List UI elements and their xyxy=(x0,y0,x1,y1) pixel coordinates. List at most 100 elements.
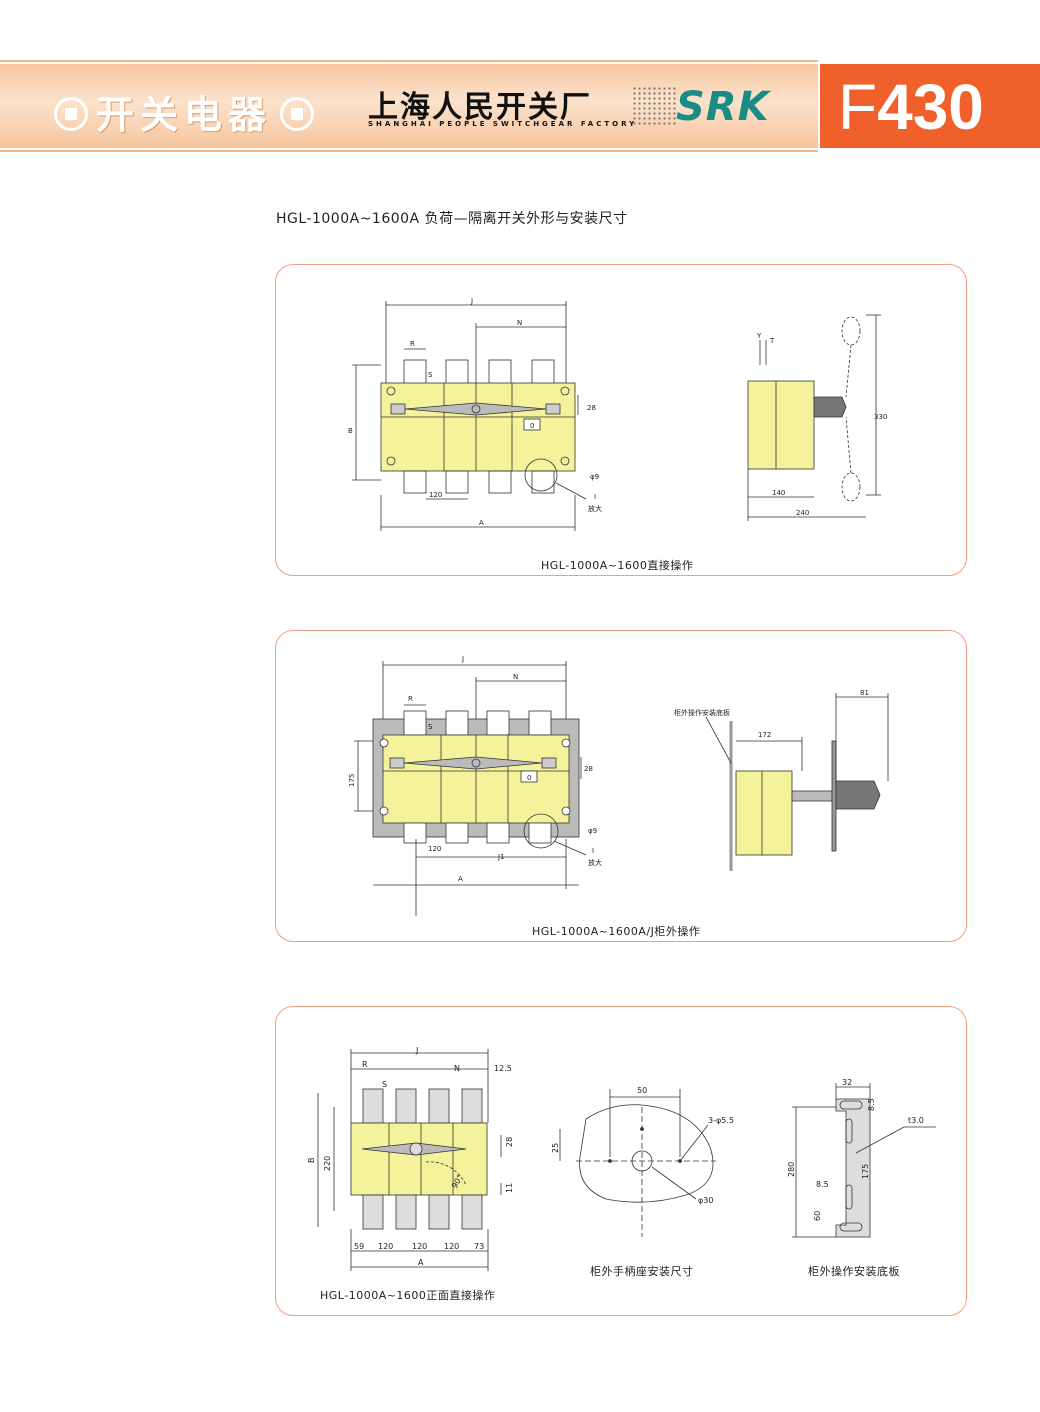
dim-N-2: N xyxy=(513,673,518,681)
brand-logo: SRK xyxy=(676,84,770,130)
drawing-front-operation: R J N 12.5 S B 220 28 11 90° 59 120 120 … xyxy=(307,1046,936,1271)
header-band xyxy=(0,64,818,148)
bottom-busbars xyxy=(362,1194,483,1230)
dim-120-2: 120 xyxy=(428,845,441,853)
front-face-view xyxy=(317,1049,502,1271)
top-busbars xyxy=(362,1088,483,1124)
handle-seat-drawing xyxy=(559,1089,716,1237)
header-rule-top xyxy=(0,60,818,62)
position-indicator-2: 0 xyxy=(527,774,531,782)
dim-J-2: J xyxy=(461,655,464,663)
dim-25: 25 xyxy=(551,1143,560,1153)
dim-50: 50 xyxy=(637,1086,647,1095)
dim-A-2: A xyxy=(458,875,463,883)
dim-Y: Y xyxy=(756,332,762,340)
dim-J: J xyxy=(470,297,473,305)
page-code-letter: F xyxy=(838,71,878,143)
dim-175-3: 175 xyxy=(861,1164,870,1179)
dim-S: S xyxy=(428,371,433,379)
dim-140: 140 xyxy=(772,489,785,497)
dim-phi30: φ30 xyxy=(698,1196,713,1205)
dim-R-3: R xyxy=(362,1060,368,1069)
panel-front-operation: R J N 12.5 S B 220 28 11 90° 59 120 120 … xyxy=(275,1006,967,1316)
dim-N: N xyxy=(517,319,522,327)
dim-59: 59 xyxy=(354,1242,364,1251)
category-text: 开关电器 xyxy=(96,93,273,137)
dim-28-3: 28 xyxy=(505,1137,514,1147)
dim-8-5-top: 8.5 xyxy=(867,1098,876,1111)
dim-R-2: R xyxy=(408,695,413,703)
drawing-direct-operation: J N R S B 28 120 A 0 φ9 I 放大 Y T 330 140… xyxy=(348,297,887,531)
square-bullet-icon xyxy=(280,96,315,131)
dim-T: T xyxy=(769,337,775,345)
factory-name-cn: 上海人民开关厂 xyxy=(368,90,592,125)
front-view xyxy=(352,301,587,531)
dim-12-5: 12.5 xyxy=(494,1064,512,1073)
dot-pattern-icon xyxy=(632,86,676,126)
dim-73: 73 xyxy=(474,1242,484,1251)
mounting-plate-label: 柜外操作安装底板 xyxy=(674,708,730,717)
caption-handle-seat: 柜外手柄座安装尺寸 xyxy=(590,1265,694,1278)
handle-end xyxy=(390,403,406,415)
top-terminals-2 xyxy=(403,710,552,736)
dim-11: 11 xyxy=(505,1183,514,1193)
switch-body-3 xyxy=(350,1122,488,1196)
dim-phi9: φ9 xyxy=(590,473,599,481)
dim-holes: 3-φ5.5 xyxy=(708,1116,734,1125)
dim-120: 120 xyxy=(429,491,442,499)
detail-mark: I xyxy=(594,493,596,501)
dim-t3: t3.0 xyxy=(908,1116,924,1125)
dim-175: 175 xyxy=(348,774,356,787)
dim-28: 28 xyxy=(587,404,596,412)
dim-8-5-bottom: 8.5 xyxy=(816,1180,829,1189)
factory-name-en: SHANGHAI PEOPLE SWITCHGEAR FACTORY xyxy=(368,120,638,128)
dim-28-2: 28 xyxy=(584,765,593,773)
switch-body xyxy=(380,382,576,472)
dim-81: 81 xyxy=(860,689,869,697)
detail-enlarge: 放大 xyxy=(588,504,602,513)
dim-R: R xyxy=(410,340,415,348)
caption-mounting-plate: 柜外操作安装底板 xyxy=(808,1265,900,1278)
dim-S-3: S xyxy=(382,1080,387,1089)
dim-280: 280 xyxy=(787,1162,796,1177)
dim-120-b: 120 xyxy=(412,1242,427,1251)
header-rule-bottom xyxy=(0,150,818,152)
dim-240: 240 xyxy=(796,509,809,517)
top-terminals xyxy=(403,359,555,385)
caption-direct-operation: HGL-1000A~1600直接操作 xyxy=(541,559,694,572)
dim-S-2: S xyxy=(428,723,433,731)
dim-60: 60 xyxy=(813,1211,822,1221)
panel-direct-operation: J N R S B 28 120 A 0 φ9 I 放大 Y T 330 140… xyxy=(275,264,967,576)
dim-120-c: 120 xyxy=(444,1242,459,1251)
bottom-terminals-2 xyxy=(403,822,552,844)
dim-B: B xyxy=(348,427,353,435)
drawing-cabinet-operation: J N R S 175 28 0 120 J1 A φ9 I 放大 柜外操作安装… xyxy=(348,655,889,916)
side-view xyxy=(747,314,881,521)
side-handle xyxy=(813,396,847,418)
bottom-terminals xyxy=(403,470,555,494)
detail-mark-2: I xyxy=(592,847,594,855)
dim-B-3: B xyxy=(307,1158,316,1164)
page-header: 开关电器 上海人民开关厂 SHANGHAI PEOPLE SWITCHGEAR … xyxy=(0,56,1040,152)
mounting-plate-drawing xyxy=(792,1083,936,1238)
dim-172: 172 xyxy=(758,731,771,739)
panel-cabinet-operation: J N R S 175 28 0 120 J1 A φ9 I 放大 柜外操作安装… xyxy=(275,630,967,942)
caption-front-operation: HGL-1000A~1600正面直接操作 xyxy=(320,1289,496,1302)
detail-enlarge-2: 放大 xyxy=(588,858,602,867)
dim-J-3: J xyxy=(415,1046,418,1055)
dim-A: A xyxy=(479,519,484,527)
front-view-cabinet xyxy=(354,661,587,916)
dim-32: 32 xyxy=(842,1078,852,1087)
dim-A-3: A xyxy=(418,1258,424,1267)
page-code-number: 430 xyxy=(877,71,984,143)
dim-phi9-2: φ9 xyxy=(588,827,597,835)
position-indicator: 0 xyxy=(530,422,534,430)
dim-330: 330 xyxy=(874,413,887,421)
dim-N-3: N xyxy=(454,1064,460,1073)
caption-cabinet-operation: HGL-1000A~1600A/J柜外操作 xyxy=(532,925,701,938)
side-body xyxy=(747,380,815,470)
cabinet-handle xyxy=(835,780,881,810)
page-title: HGL-1000A~1600A 负荷—隔离开关外形与安装尺寸 xyxy=(276,211,628,227)
side-view-cabinet xyxy=(705,693,889,871)
dim-120-a: 120 xyxy=(378,1242,393,1251)
